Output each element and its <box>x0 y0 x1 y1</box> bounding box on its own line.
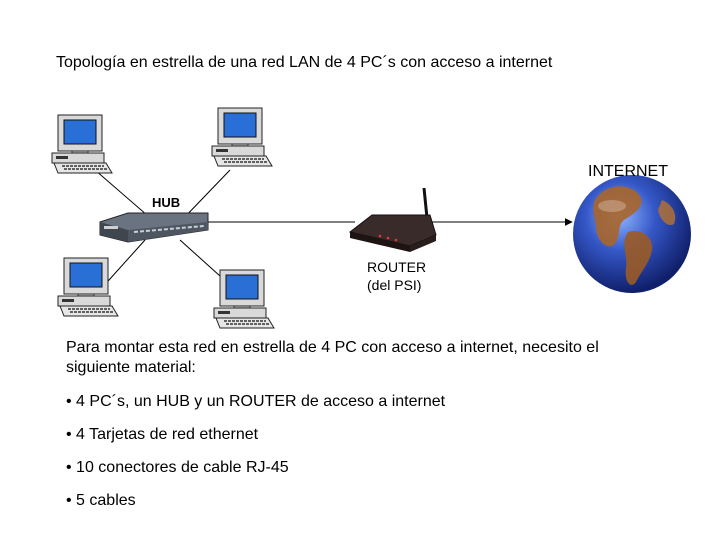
router-icon <box>348 187 437 252</box>
router-label-line1: ROUTER <box>367 259 427 275</box>
material-description: Para montar esta red en estrella de 4 PC… <box>66 338 626 524</box>
globe-icon <box>573 175 691 293</box>
router-label: ROUTER (del PSI) <box>367 258 426 294</box>
description-intro: Para montar esta red en estrella de 4 PC… <box>66 339 599 376</box>
list-item: • 10 conectores de cable RJ-45 <box>66 459 289 476</box>
router-label-line2: (del PSI) <box>367 277 422 293</box>
pc-icon <box>213 269 275 329</box>
hub-icon <box>99 212 209 243</box>
internet-label: INTERNET <box>588 163 668 180</box>
list-item: • 4 PC´s, un HUB y un ROUTER de acceso a… <box>66 393 446 410</box>
material-list: • 4 PC´s, un HUB y un ROUTER de acceso a… <box>66 392 626 511</box>
list-item: • 5 cables <box>66 492 136 509</box>
pc-icon <box>57 257 119 317</box>
page-title: Topología en estrella de una red LAN de … <box>56 54 553 71</box>
hub-label: HUB <box>152 195 181 210</box>
pc-icon <box>211 107 273 167</box>
list-item: • 4 Tarjetas de red ethernet <box>66 426 259 443</box>
pc-icon <box>51 114 113 174</box>
